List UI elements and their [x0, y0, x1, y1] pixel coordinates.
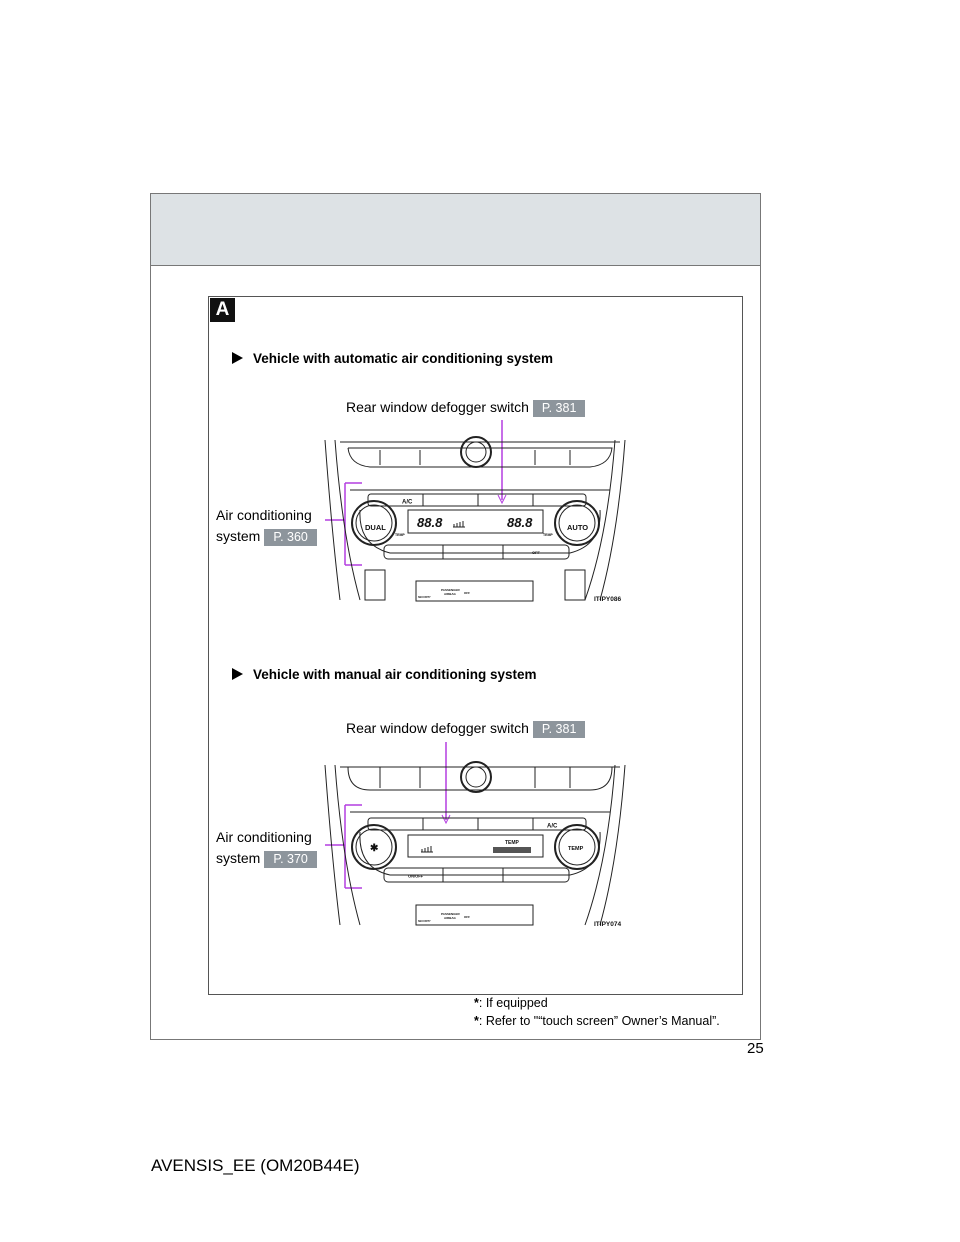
temp-knob[interactable]: TEMP — [568, 846, 584, 852]
temp-label-left: TEMP — [395, 533, 405, 537]
ac-button-label[interactable]: A/C — [402, 500, 413, 506]
dual-button[interactable]: DUAL — [365, 523, 386, 532]
off-button[interactable]: OFF — [532, 550, 541, 555]
manual-heading-text: Vehicle with manual air conditioning sys… — [253, 667, 537, 682]
airbag-label: AIRBAG — [444, 592, 456, 596]
temp-label-right: TEMP — [543, 533, 553, 537]
footnote-text: : If equipped — [478, 996, 548, 1010]
temp-display-label: TEMP — [505, 840, 520, 846]
fan-speed-icon — [453, 521, 465, 528]
asterisk-icon: * — [474, 1014, 479, 1028]
security-label: SECURITY — [418, 920, 431, 923]
header-band — [151, 194, 760, 266]
page-ref-link[interactable]: P. 370 — [264, 851, 317, 868]
callout-label: Air conditioning — [216, 829, 312, 845]
auto-ac-panel-illustration: A/C 88.8 88.8 DUAL AUTO TEMP TEMP OFF SE… — [324, 420, 626, 603]
passenger-label: PASSENGER — [441, 912, 460, 916]
callout-label: Rear window defogger switch — [346, 399, 529, 415]
airbag-off-indicator: OFF — [464, 915, 470, 919]
callout-label: system — [216, 528, 261, 544]
footnote-1: *: If equipped — [474, 996, 548, 1010]
page-ref-link[interactable]: P. 381 — [532, 721, 586, 738]
manual-id: AVENSIS_EE (OM20B44E) — [151, 1156, 360, 1175]
manual-heading: Vehicle with manual air conditioning sys… — [232, 667, 537, 682]
bracket-line — [325, 804, 362, 889]
page-number: 25 — [747, 1040, 764, 1057]
manual-ac-panel-illustration: A/C TEMP ✱ TEMP ON/OFF SECURITY PASSENGE… — [324, 742, 626, 928]
fan-icon[interactable]: ✱ — [370, 843, 379, 854]
airbag-off-indicator: OFF — [464, 591, 470, 595]
temp-display-left: 88.8 — [417, 515, 443, 530]
callout-label: system — [216, 850, 261, 866]
footnote-2: *: Refer to "“touch screen” Owner’s Manu… — [474, 1014, 720, 1028]
callout-label: Rear window defogger switch — [346, 720, 529, 736]
triangle-bullet-icon — [232, 668, 243, 680]
temp-level-bar — [493, 847, 531, 853]
section-badge: A — [210, 298, 235, 322]
airbag-label: AIRBAG — [444, 916, 456, 920]
security-label: SECURITY — [418, 596, 431, 599]
triangle-bullet-icon — [232, 352, 243, 364]
auto-heading: Vehicle with automatic air conditioning … — [232, 351, 553, 366]
illustration-code: ITIPY074 — [594, 921, 621, 928]
illustration-frame — [208, 296, 743, 995]
page-ref-link[interactable]: P. 360 — [264, 529, 317, 546]
asterisk-icon: * — [474, 996, 479, 1010]
ac-button-label[interactable]: A/C — [547, 824, 558, 830]
footnote-text: : Refer to "“touch screen” Owner’s Manua… — [478, 1014, 720, 1028]
arrow-icon — [497, 494, 507, 505]
content-frame — [150, 193, 761, 1040]
auto-button[interactable]: AUTO — [567, 523, 588, 532]
temp-display-right: 88.8 — [507, 515, 533, 530]
passenger-label: PASSENGER — [441, 588, 460, 592]
bracket-line — [325, 482, 362, 566]
on-off-button[interactable]: ON/OFF — [408, 874, 424, 879]
illustration-code: ITIPY086 — [594, 596, 621, 603]
page-ref-link[interactable]: P. 381 — [532, 400, 586, 417]
auto-heading-text: Vehicle with automatic air conditioning … — [253, 351, 554, 366]
callout-label: Air conditioning — [216, 507, 312, 523]
fan-speed-icon — [421, 846, 433, 853]
